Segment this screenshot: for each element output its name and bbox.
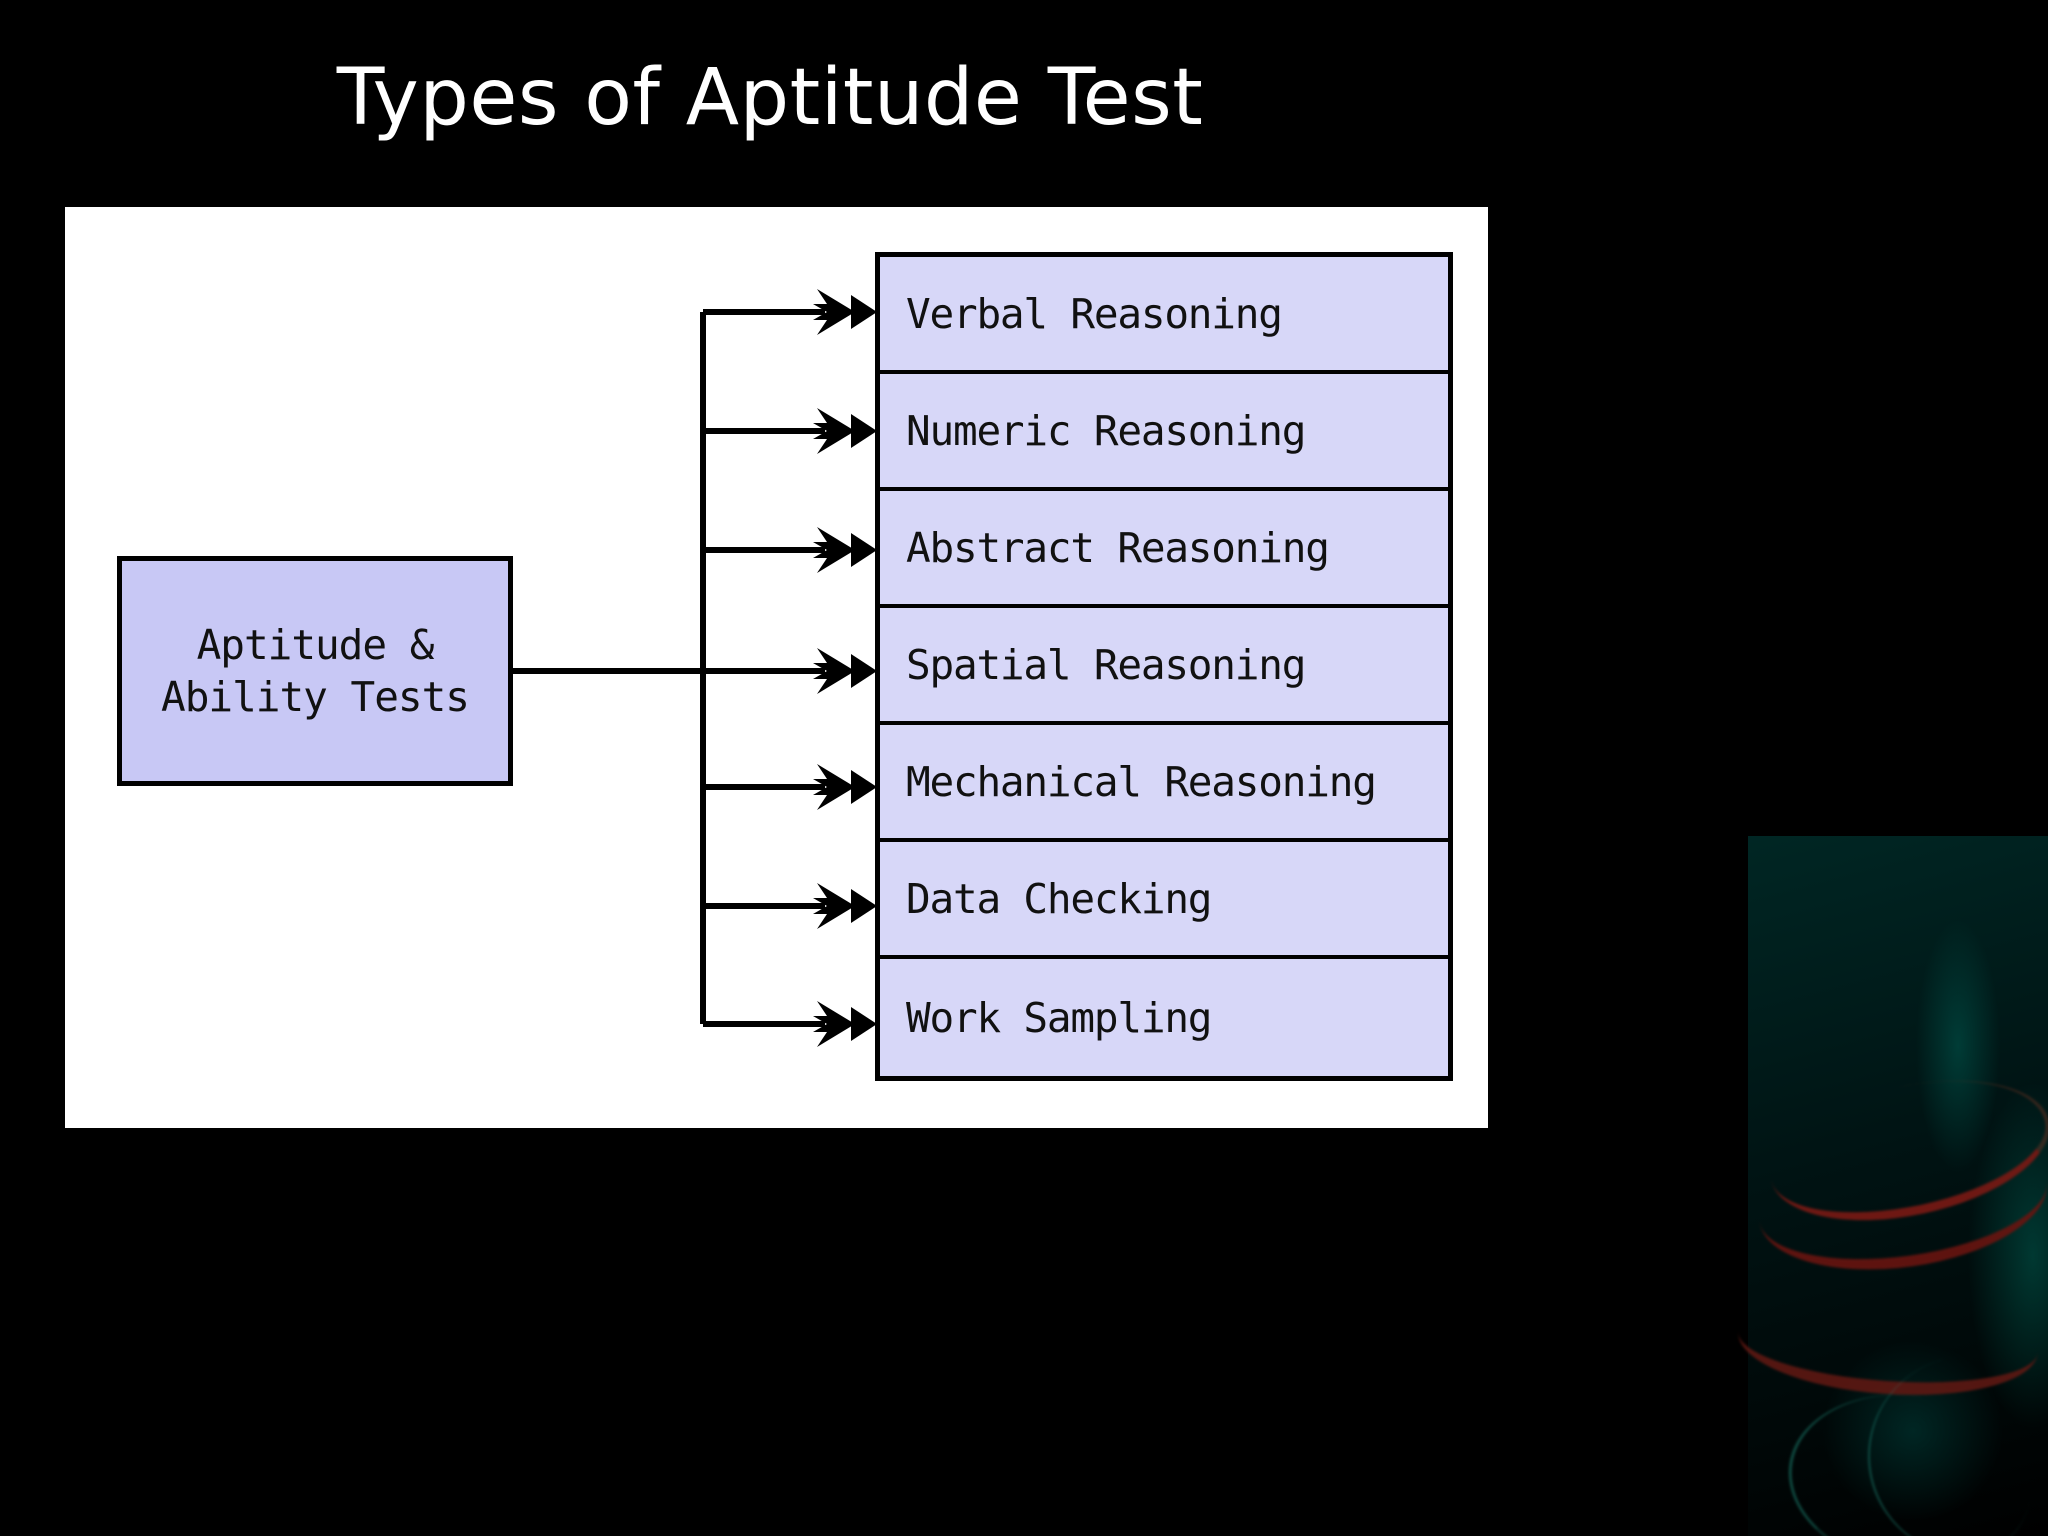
branch-label: Verbal Reasoning	[906, 289, 1283, 338]
branch-label: Numeric Reasoning	[906, 406, 1306, 455]
arrow-head-icon	[813, 408, 877, 454]
arrow-head-icon	[813, 289, 877, 335]
branch-item-work-sampling[interactable]: Work Sampling	[880, 959, 1448, 1076]
branch-item-verbal-reasoning[interactable]: Verbal Reasoning	[880, 257, 1448, 374]
branch-item-data-checking[interactable]: Data Checking	[880, 842, 1448, 959]
branch-item-mechanical-reasoning[interactable]: Mechanical Reasoning	[880, 725, 1448, 842]
aptitude-tree-diagram: Aptitude & Ability Tests Verbal Reasonin…	[65, 207, 1488, 1128]
branch-item-spatial-reasoning[interactable]: Spatial Reasoning	[880, 608, 1448, 725]
decorative-strand	[1846, 1334, 2048, 1536]
branch-item-numeric-reasoning[interactable]: Numeric Reasoning	[880, 374, 1448, 491]
arrow-head-icon	[813, 883, 877, 929]
root-node-label: Aptitude & Ability Tests	[161, 620, 470, 721]
arrow-head-icon	[813, 527, 877, 573]
decorative-strand	[1757, 1057, 2048, 1244]
branch-label: Mechanical Reasoning	[906, 757, 1377, 806]
arrow-head-icon	[813, 648, 877, 694]
diagram-canvas: Aptitude & Ability Tests Verbal Reasonin…	[65, 207, 1488, 1128]
slide-title: Types of Aptitude Test	[336, 53, 1204, 143]
connector-lines	[513, 289, 877, 1047]
root-node-aptitude-ability-tests[interactable]: Aptitude & Ability Tests	[117, 556, 513, 786]
branch-label: Data Checking	[906, 874, 1212, 923]
branch-label: Abstract Reasoning	[906, 523, 1330, 572]
decorative-strand	[1734, 1280, 2042, 1405]
branch-item-abstract-reasoning[interactable]: Abstract Reasoning	[880, 491, 1448, 608]
decorative-strand	[1776, 1378, 2043, 1536]
decorative-strand	[1750, 1116, 2048, 1287]
branch-list: Verbal Reasoning Numeric Reasoning Abstr…	[875, 252, 1453, 1081]
branch-label: Spatial Reasoning	[906, 640, 1306, 689]
decorative-background-artwork	[1734, 836, 2048, 1536]
branch-label: Work Sampling	[906, 993, 1212, 1042]
arrow-head-icon	[813, 764, 877, 810]
arrow-head-icon	[813, 1001, 877, 1047]
